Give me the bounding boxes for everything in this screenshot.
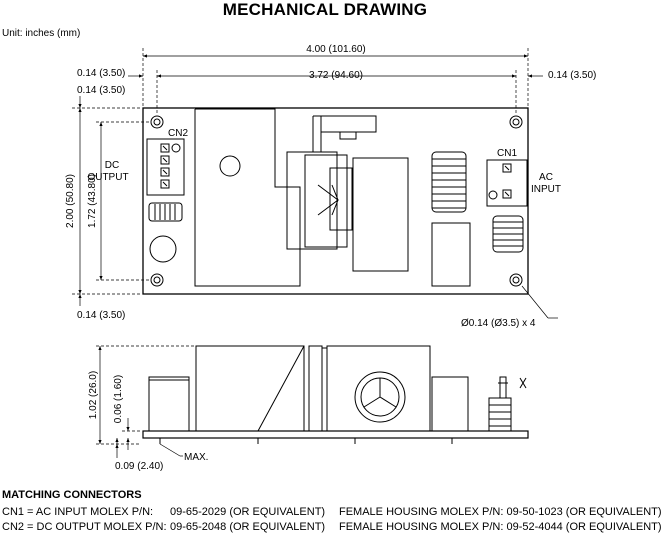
connector-name: CN2 = DC OUTPUT MOLEX P/N: bbox=[2, 521, 167, 533]
dim-overall-height: 2.00 (50.80) bbox=[65, 174, 76, 228]
dim-side-height: 1.02 (26.0) bbox=[88, 371, 99, 419]
cn1-connector bbox=[486, 159, 528, 207]
dim-board-thickness: 0.06 (1.60) bbox=[113, 375, 124, 423]
mechanical-drawing: CN2 DC OUTPUT CN1 AC INPUT 4.00 (101.60)… bbox=[65, 44, 596, 472]
unit-label: Unit: inches (mm) bbox=[2, 28, 81, 39]
x-capacitor bbox=[431, 222, 471, 287]
dim-max-label: MAX. bbox=[184, 452, 208, 463]
dim-left-offset-vertical: 0.14 (3.50) bbox=[77, 85, 125, 96]
connector-housing: FEMALE HOUSING MOLEX P/N: 09-52-4044 (OR… bbox=[339, 521, 662, 533]
input-coil bbox=[492, 215, 524, 253]
cn2-connector bbox=[146, 138, 185, 196]
dim-overall-width: 4.00 (101.60) bbox=[306, 44, 366, 55]
cn1-label: CN1 bbox=[497, 148, 517, 159]
input-choke bbox=[431, 151, 467, 213]
matching-connectors-heading: MATCHING CONNECTORS bbox=[2, 489, 142, 501]
transformer bbox=[194, 108, 338, 287]
dim-right-offset: 0.14 (3.50) bbox=[548, 70, 596, 81]
dim-hole-spacing-width: 3.72 (94.60) bbox=[309, 70, 363, 81]
side-dimensions bbox=[96, 345, 194, 458]
output-coil bbox=[148, 202, 183, 222]
bulk-capacitor bbox=[352, 157, 409, 272]
top-dimensions bbox=[72, 48, 558, 319]
page-title: MECHANICAL DRAWING bbox=[222, 0, 428, 19]
connector-part: 09-65-2048 (OR EQUIVALENT) bbox=[170, 521, 326, 533]
heatsink bbox=[312, 115, 377, 152]
dim-left-offset: 0.14 (3.50) bbox=[77, 68, 125, 79]
connector-housing: FEMALE HOUSING MOLEX P/N: 09-50-1023 (OR… bbox=[339, 506, 662, 518]
output-capacitor bbox=[149, 235, 177, 263]
connector-part: 09-65-2029 (OR EQUIVALENT) bbox=[170, 506, 326, 518]
dim-bottom-offset: 0.14 (3.50) bbox=[77, 310, 125, 321]
cn2-label: CN2 bbox=[168, 128, 188, 139]
ac-input-label-2: INPUT bbox=[531, 184, 561, 195]
dim-hole-spec: Ø0.14 (Ø3.5) x 4 bbox=[461, 318, 536, 329]
dc-output-label-1: DC bbox=[105, 160, 119, 171]
mounting-holes bbox=[150, 115, 523, 287]
pcb-outline bbox=[142, 107, 529, 295]
dim-pin-length: 0.09 (2.40) bbox=[115, 461, 163, 472]
side-pcb bbox=[142, 430, 529, 439]
connector-name: CN1 = AC INPUT MOLEX P/N: bbox=[2, 506, 154, 518]
dc-output-label-2: OUTPUT bbox=[87, 172, 128, 183]
ac-input-label-1: AC bbox=[539, 172, 553, 183]
side-view bbox=[142, 345, 529, 444]
dim-hole-spacing-height: 1.72 (43.80) bbox=[87, 174, 98, 228]
top-view bbox=[142, 107, 529, 295]
switching-area bbox=[304, 154, 353, 248]
